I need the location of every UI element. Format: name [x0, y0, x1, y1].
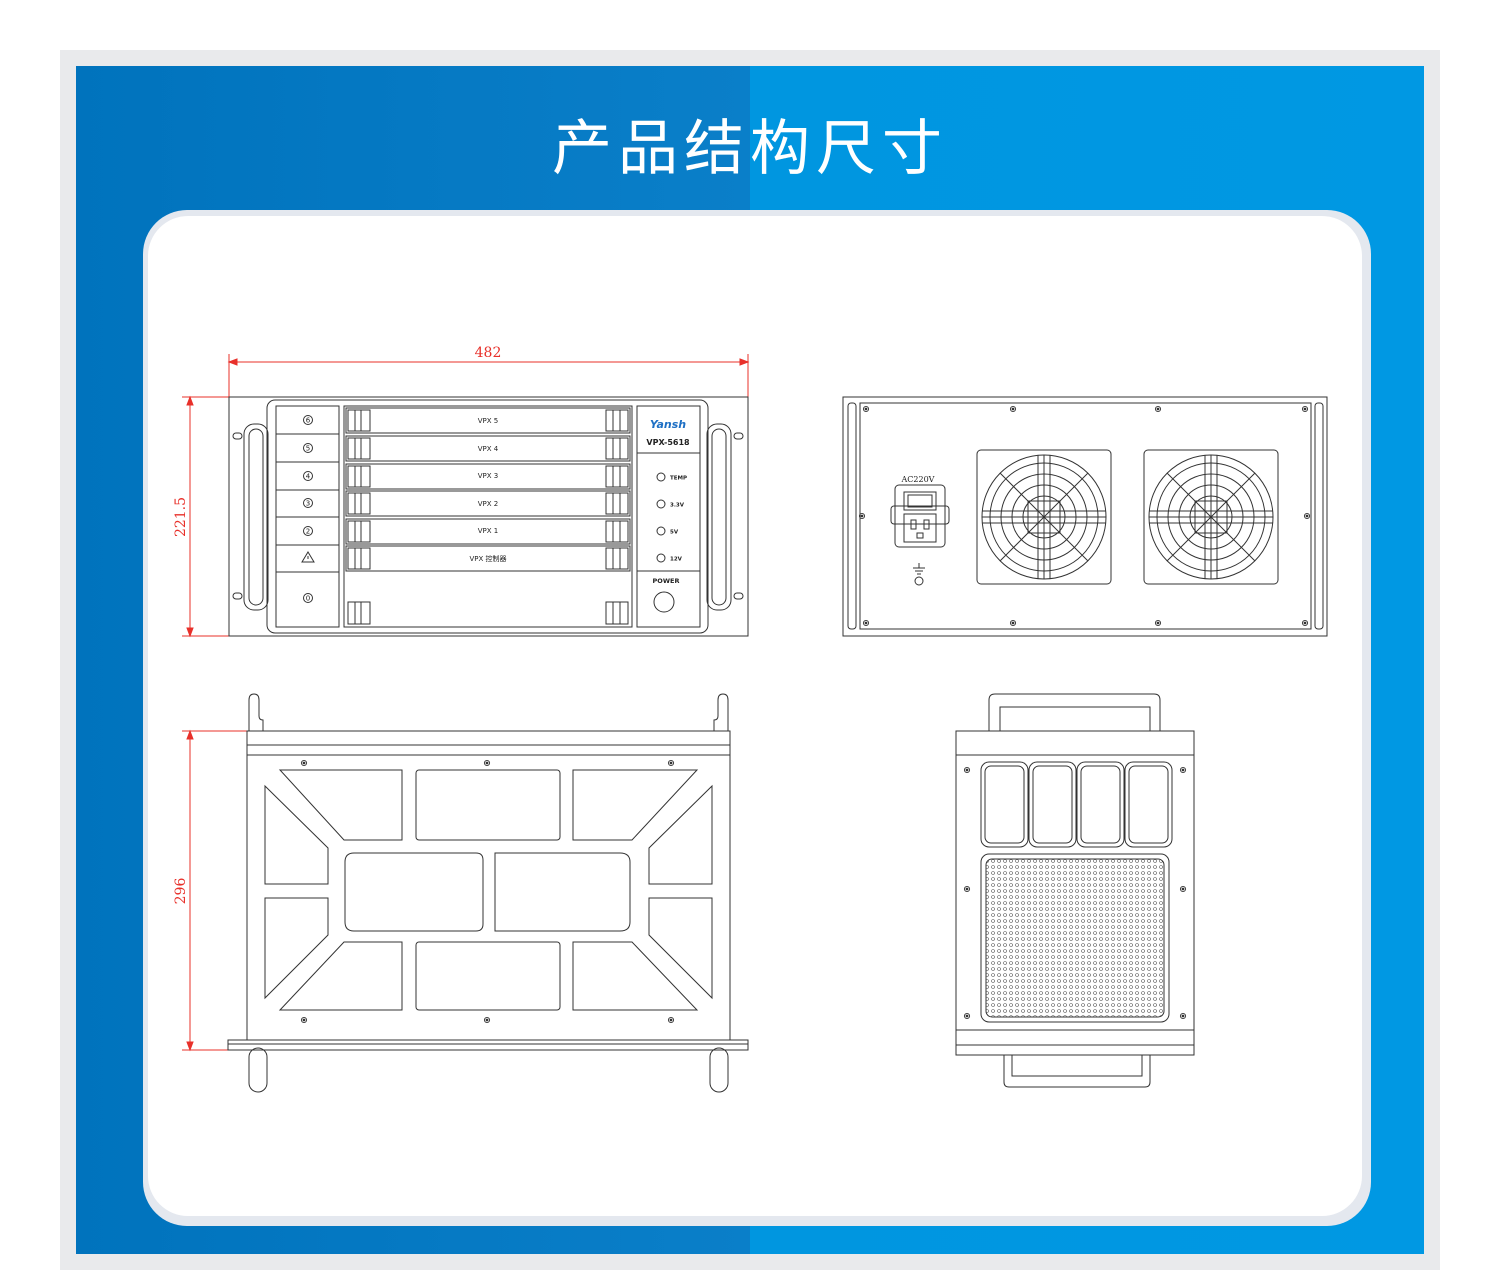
indicator-list: TEMP 3.3V 5V 12V [656, 472, 687, 563]
page-title: 产品结构尺寸 [552, 114, 948, 184]
fan [976, 449, 1112, 585]
slot: VPX 5 [345, 407, 631, 434]
width-dimension-label: 482 [475, 345, 502, 361]
slot-number: 6 [306, 417, 311, 425]
brand-logo: Yansh [650, 418, 686, 431]
perforated-grille [985, 858, 1165, 1018]
slot: VPX 2 [345, 490, 631, 517]
indicator-label: 12V [670, 557, 683, 563]
indicator-label: TEMP [670, 476, 687, 482]
height-dimension-label: 221.5 [173, 497, 189, 537]
slot-label: VPX 2 [478, 500, 498, 508]
slot: VPX 3 [345, 463, 631, 490]
slot-label: VPX 4 [478, 445, 499, 453]
slot-label: VPX 1 [478, 527, 498, 535]
slot: VPX 4 [345, 435, 631, 462]
screw-row [300, 759, 675, 1024]
slot-number: 5 [306, 445, 310, 453]
slot-number: 3 [306, 500, 310, 508]
ground-icon [913, 563, 925, 586]
screw-row [858, 405, 1311, 627]
width-dimension: 482 [227, 345, 750, 397]
indicator-led [656, 472, 666, 482]
slot-label: VPX 3 [478, 472, 498, 480]
indicator-led [656, 526, 666, 536]
front-view: 482 221.5 6 5 [173, 345, 750, 638]
depth-dimension: 296 [173, 729, 247, 1052]
side-view [955, 693, 1195, 1088]
power-label: POWER [653, 577, 680, 585]
slot-label: VPX 控制器 [469, 554, 506, 563]
slot-number: 0 [306, 595, 310, 603]
slot-blank [347, 601, 629, 625]
slot: VPX 控制器 [345, 545, 631, 572]
vent-cutouts [264, 769, 713, 1011]
slot-number-list: 6 5 4 3 2 0 [301, 415, 315, 603]
indicator-led [656, 553, 666, 563]
top-view: 296 [173, 693, 749, 1093]
indicator-label: 3.3V [670, 503, 685, 509]
rear-view: AC220V [842, 396, 1328, 637]
height-dimension: 221.5 [173, 395, 229, 638]
model-label: VPX-5618 [646, 438, 690, 447]
slot-number: 2 [306, 528, 310, 536]
indicator-led [656, 499, 666, 509]
depth-dimension-label: 296 [173, 878, 189, 905]
slot-label: VPX 5 [478, 417, 498, 425]
slot-list: VPX 5 VPX 4 VPX 3 VPX 2 [345, 407, 631, 625]
fan [1143, 449, 1279, 585]
slot-number: 4 [306, 473, 311, 481]
warning-icon [301, 551, 315, 563]
indicator-label: 5V [670, 530, 679, 536]
ac-label: AC220V [901, 475, 935, 484]
slot: VPX 1 [345, 518, 631, 545]
power-button [653, 591, 675, 613]
ac-inlet [890, 484, 950, 548]
